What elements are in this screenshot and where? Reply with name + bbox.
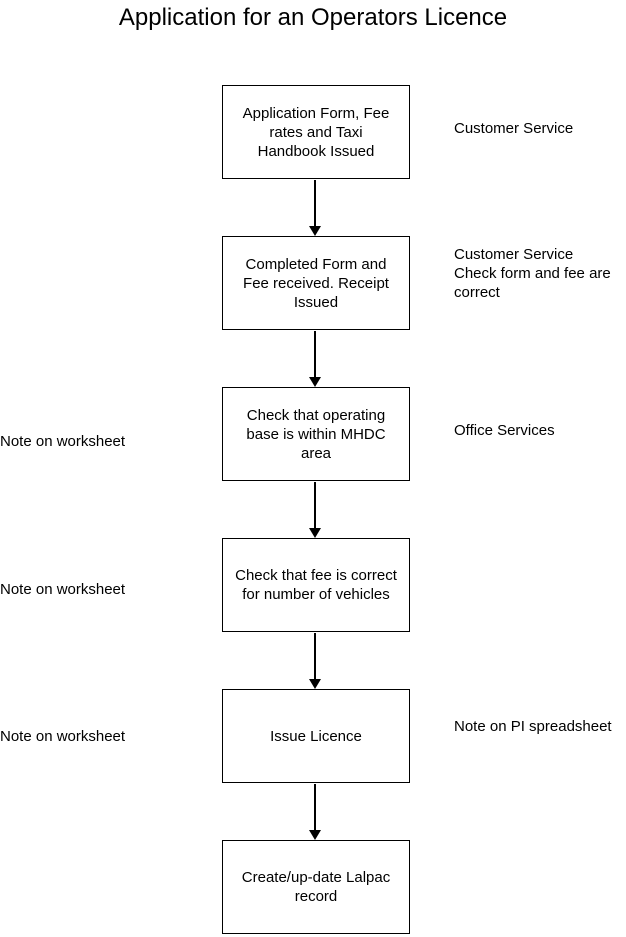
arrow-3-head xyxy=(309,528,321,538)
arrow-2 xyxy=(309,331,321,387)
step-1-right-note: Customer Service xyxy=(454,119,573,138)
step-3-text: Check that operating base is within MHDC… xyxy=(238,406,393,463)
step-2-text: Completed Form and Fee received. Receipt… xyxy=(235,255,397,312)
step-3-left-note: Note on worksheet xyxy=(0,432,125,451)
step-box-3: Check that operating base is within MHDC… xyxy=(222,387,410,481)
step-4-line-1: Check that fee is correct xyxy=(235,567,397,584)
arrow-1-head xyxy=(309,226,321,236)
step-box-6: Create/up-date Lalpac record xyxy=(222,840,410,934)
step-6-line-1: Create/up-date Lalpac xyxy=(241,869,391,886)
step-3-line-2: base is within MHDC xyxy=(246,425,386,443)
step-5-right-line-1: Note on PI spreadsheet xyxy=(454,718,612,735)
step-4-text: Check that fee is correct for number of … xyxy=(227,566,405,604)
step-3-right-note: Office Services xyxy=(454,421,555,440)
step-2-right-line-1: Customer Service xyxy=(454,246,574,263)
arrow-2-line xyxy=(314,331,316,377)
step-3-line-1: Check that operating xyxy=(246,406,386,424)
step-2-right-line-3: correct xyxy=(454,284,500,301)
step-2-right-line-2: Check form and fee are xyxy=(454,265,611,282)
arrow-4-head xyxy=(309,679,321,689)
step-box-1: Application Form, Fee rates and Taxi Han… xyxy=(222,85,410,179)
arrow-3 xyxy=(309,482,321,538)
step-4-left-note: Note on worksheet xyxy=(0,580,125,599)
step-2-line-3: Issued xyxy=(293,293,339,311)
step-6-line-2: record xyxy=(294,888,338,905)
step-box-4: Check that fee is correct for number of … xyxy=(222,538,410,632)
arrow-5-line xyxy=(314,784,316,830)
arrow-2-head xyxy=(309,377,321,387)
diagram-title: Application for an Operators Licence xyxy=(118,4,508,31)
step-5-line-1: Issue Licence xyxy=(270,727,362,745)
step-4-line-2: for number of vehicles xyxy=(242,586,390,603)
step-box-5: Issue Licence xyxy=(222,689,410,783)
step-3-right-line-1: Office Services xyxy=(454,422,555,439)
step-1-text: Application Form, Fee rates and Taxi Han… xyxy=(235,104,398,161)
step-1-line-2: rates and Taxi xyxy=(269,123,363,141)
arrow-1 xyxy=(309,180,321,236)
step-5-right-note: Note on PI spreadsheet xyxy=(454,717,612,736)
step-1-line-1: Application Form, Fee xyxy=(242,104,390,122)
arrow-1-line xyxy=(314,180,316,226)
step-2-right-note: Customer Service Check form and fee are … xyxy=(454,245,611,302)
step-5-left-note: Note on worksheet xyxy=(0,727,125,746)
step-4-left-line-1: Note on worksheet xyxy=(0,581,126,598)
step-box-2: Completed Form and Fee received. Receipt… xyxy=(222,236,410,330)
arrow-5 xyxy=(309,784,321,840)
arrow-4 xyxy=(309,633,321,689)
step-3-line-3: area xyxy=(300,444,332,462)
step-2-line-2: Fee received. Receipt xyxy=(243,274,389,292)
step-5-text: Issue Licence xyxy=(262,727,370,746)
step-3-left-line-1: Note on worksheet xyxy=(0,433,126,450)
arrow-4-line xyxy=(314,633,316,679)
step-1-right-line-1: Customer Service xyxy=(454,120,574,137)
arrow-5-head xyxy=(309,830,321,840)
step-1-line-3: Handbook Issued xyxy=(257,142,375,160)
step-2-line-1: Completed Form and xyxy=(245,255,387,273)
step-6-text: Create/up-date Lalpac record xyxy=(234,868,398,906)
arrow-3-line xyxy=(314,482,316,528)
step-5-left-line-1: Note on worksheet xyxy=(0,728,126,745)
